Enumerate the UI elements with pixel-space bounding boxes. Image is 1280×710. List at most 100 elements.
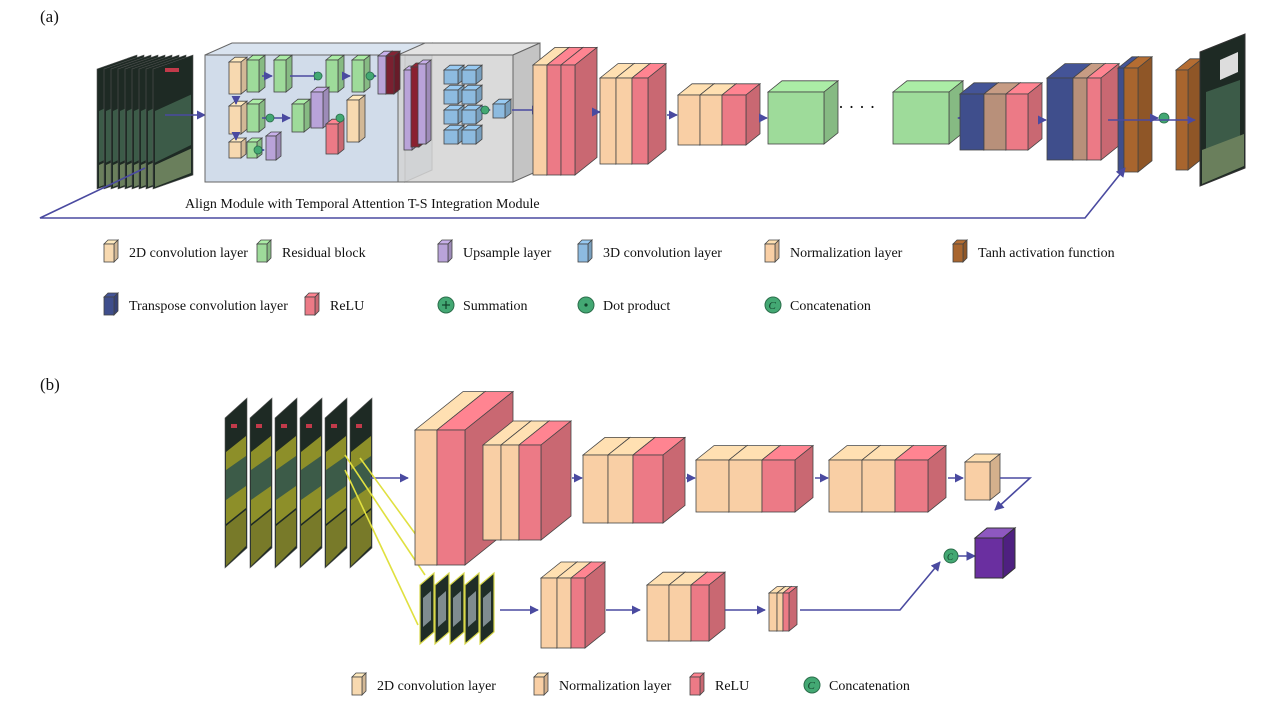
legend-b: 2D convolution layer Normalization layer R…: [351, 672, 910, 696]
relu-block: [689, 571, 727, 642]
input-frame: [152, 54, 194, 190]
legend-label: Concatenation: [829, 679, 910, 694]
relu-block: [720, 82, 762, 146]
input-frame: [274, 397, 298, 569]
input-frame: [299, 397, 323, 569]
operator-node: [365, 71, 375, 81]
crop-frame: [434, 571, 450, 646]
relu-block: [781, 585, 799, 632]
operator-node: [253, 145, 263, 155]
legend-item: 2D convolution layer: [351, 672, 496, 696]
relu-block: [569, 561, 607, 649]
relu-block: [324, 118, 346, 155]
operator-node: [265, 113, 275, 123]
input-frame-stack-a: [96, 54, 206, 190]
backbone-a: [531, 46, 1204, 176]
cube-icon: [103, 292, 119, 316]
residual-block: [324, 54, 346, 93]
svg-text:C: C: [947, 552, 954, 562]
relu-block: [517, 420, 573, 541]
crop-frame: [479, 571, 495, 646]
dot-product-node: [480, 105, 490, 115]
input-frame: [349, 397, 373, 569]
legend-item: Residual block: [256, 239, 366, 263]
legend-item: C Concatenation: [803, 676, 910, 694]
legend-label: ReLU: [330, 299, 364, 314]
relu-block: [630, 62, 668, 165]
legend-label: Tanh activation function: [978, 246, 1115, 261]
cube-icon: [533, 672, 549, 696]
relu-block: [631, 436, 687, 524]
align-module-internals: [227, 50, 402, 161]
cube-icon: [764, 239, 780, 263]
cube-icon: [256, 239, 272, 263]
panel-a-label: (a): [40, 7, 59, 26]
conv3d-block: [460, 104, 484, 125]
legend-item: Tanh activation function: [952, 239, 1115, 263]
input-frame: [324, 397, 348, 569]
panel-b-label: (b): [40, 375, 60, 394]
cube-icon: [304, 292, 320, 316]
cube-icon: [437, 239, 453, 263]
tanh-block: [1174, 57, 1204, 171]
conv3d-block: [442, 124, 466, 145]
normalization-block: [963, 453, 1002, 501]
legend-label: Residual block: [282, 246, 366, 261]
module-caption: Align Module with Temporal Attention T-S…: [185, 197, 540, 212]
ts-module-internals: [402, 59, 541, 151]
legend-item: 2D convolution layer: [103, 239, 248, 263]
residual-block: [290, 98, 312, 133]
ellipsis: · · · ·: [838, 97, 875, 117]
cube-icon: [351, 672, 367, 696]
relu-block: [893, 444, 948, 513]
skip-connection-arrow: [39, 167, 1126, 219]
concatenation-icon: C: [943, 548, 959, 564]
tanh-block: [1122, 55, 1154, 173]
cube-icon: [103, 239, 119, 263]
legend-label: Dot product: [603, 299, 670, 314]
conv2d-block: [227, 100, 249, 135]
residual-block: [245, 54, 267, 93]
legend-item: ReLU: [689, 672, 749, 696]
legend-label: Concatenation: [790, 299, 871, 314]
cube-icon: [577, 239, 593, 263]
operator-node: [335, 113, 345, 123]
crop-frame: [464, 571, 480, 646]
crop-frame: [449, 571, 465, 646]
relu-block: [760, 444, 815, 513]
legend-a: 2D convolution layer Residual block Upsamp…: [103, 239, 1115, 316]
legend-label: ReLU: [715, 679, 749, 694]
svg-text:C: C: [769, 300, 777, 312]
stacked-feature-block: [416, 59, 433, 145]
summation-icon: [437, 296, 455, 314]
conv3d-block: [460, 64, 484, 85]
branch-top: [413, 390, 1002, 566]
residual-block: [245, 98, 267, 133]
legend-item: C Concatenation: [764, 296, 871, 314]
conv3d-block: [460, 124, 484, 145]
legend-label: 3D convolution layer: [603, 246, 722, 261]
branch-bottom: [539, 561, 799, 649]
conv2d-block: [345, 94, 367, 143]
relu-block: [1004, 81, 1044, 151]
input-frame-stack-b: [224, 397, 409, 569]
upsample-block: [264, 131, 283, 161]
input-frame: [249, 397, 273, 569]
operator-node: [313, 71, 323, 81]
concatenation-icon: C: [803, 676, 821, 694]
legend-label: Upsample layer: [463, 246, 552, 261]
cube-icon: [952, 239, 968, 263]
legend-item: Transpose convolution layer: [103, 292, 288, 316]
crop-frame: [419, 571, 435, 646]
legend-item: Normalization layer: [764, 239, 903, 263]
residual-block: [766, 79, 840, 145]
conv3d-block: [442, 84, 466, 105]
legend-label: Normalization layer: [559, 679, 672, 694]
conv2d-block: [227, 56, 249, 95]
legend-item: ReLU: [304, 292, 364, 316]
dot-product-icon: [577, 296, 595, 314]
upsample-block: [309, 86, 331, 129]
residual-block: [891, 79, 965, 145]
conv3d-block: [442, 64, 466, 85]
